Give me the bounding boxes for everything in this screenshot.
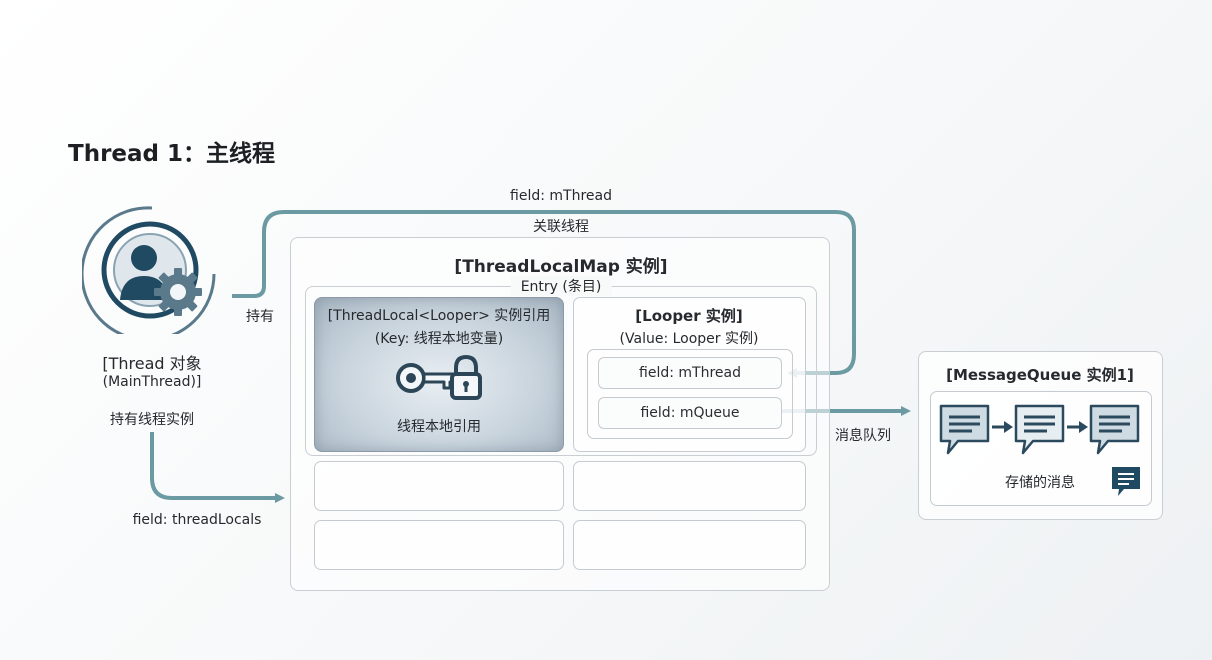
empty-entry-key bbox=[314, 461, 564, 511]
threadlocalmap-title: [ThreadLocalMap 实例] bbox=[454, 257, 668, 277]
field-threadlocals-label: field: threadLocals bbox=[132, 512, 262, 528]
associated-thread-label: 关联线程 bbox=[533, 219, 589, 235]
message-badge-icon bbox=[1112, 467, 1140, 496]
page-title: Thread 1：主线程 bbox=[68, 141, 275, 167]
empty-entry-value bbox=[573, 461, 806, 511]
thread-user-gear-icon bbox=[82, 206, 216, 334]
key-lock-icon bbox=[396, 354, 482, 400]
entry-label: Entry (条目) bbox=[510, 276, 612, 296]
key-title: [ThreadLocal<Looper> 实例引用 bbox=[327, 308, 551, 324]
looper-title: [Looper 实例] bbox=[635, 307, 743, 325]
field-mthread-box: field: mThread bbox=[598, 357, 782, 389]
thread-object-label: [Thread 对象 bbox=[102, 354, 202, 373]
field-mqueue-box: field: mQueue bbox=[598, 397, 782, 429]
empty-entry-key bbox=[314, 520, 564, 570]
stored-messages-caption: 存储的消息 bbox=[1005, 475, 1075, 491]
message-chain bbox=[939, 404, 1140, 455]
threadlocals-arrow bbox=[150, 432, 285, 503]
message-queue-arrow-label: 消息队列 bbox=[835, 428, 891, 444]
key-subtitle: (Key: 线程本地变量) bbox=[374, 331, 504, 347]
mthread-link-arrow bbox=[232, 210, 856, 378]
looper-subtitle: (Value: Looper 实例) bbox=[619, 331, 759, 347]
key-caption: 线程本地引用 bbox=[397, 419, 481, 435]
holds-label: 持有 bbox=[246, 309, 274, 325]
looper-fields-group bbox=[587, 349, 793, 439]
field-mthread-top-label: field: mThread bbox=[510, 188, 612, 204]
empty-entry-value bbox=[573, 520, 806, 570]
messagequeue-title: [MessageQueue 实例1] bbox=[946, 366, 1134, 384]
holds-instance-label: 持有线程实例 bbox=[110, 412, 194, 428]
thread-object-sublabel: (MainThread)] bbox=[102, 374, 202, 390]
